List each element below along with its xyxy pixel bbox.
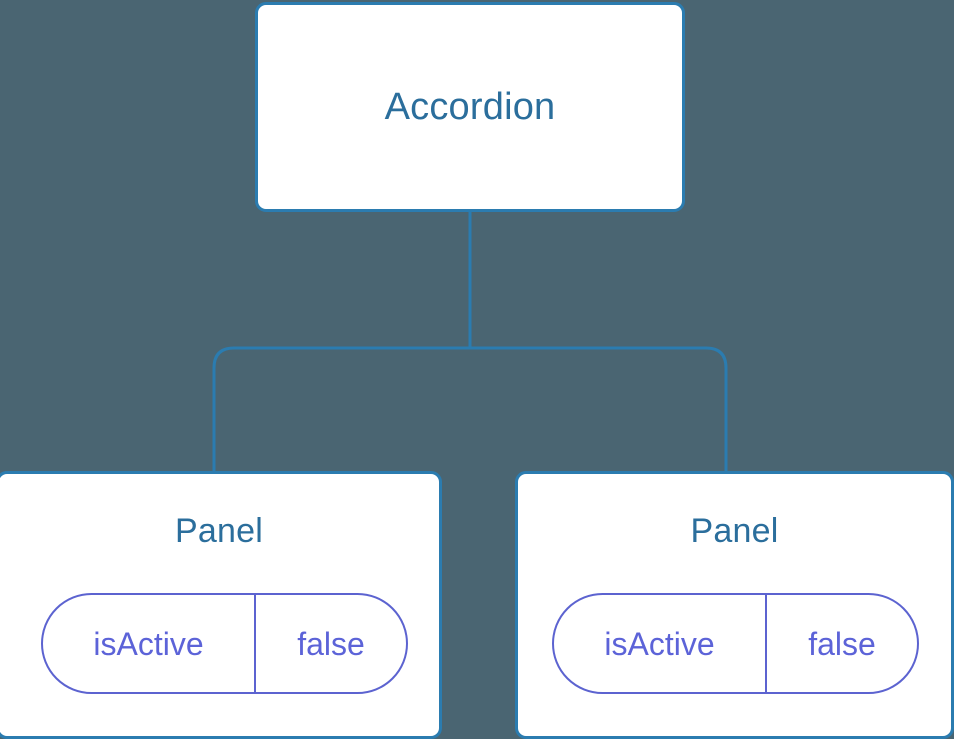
state-pill-panel-1[interactable]: isActive false [552, 593, 919, 694]
state-value-panel-1: false [808, 625, 876, 662]
node-accordion-label: Accordion [384, 86, 556, 128]
node-panel-1-label: Panel [690, 512, 779, 550]
state-key-panel-1: isActive [554, 595, 767, 692]
node-panel-1[interactable]: Panel isActive false [515, 471, 954, 739]
connector-branch-left [212, 346, 470, 474]
connector-branch-right [470, 346, 728, 474]
state-pill-panel-0[interactable]: isActive false [41, 593, 408, 694]
state-value-panel-0: false [297, 625, 365, 662]
node-panel-0[interactable]: Panel isActive false [0, 471, 442, 739]
node-accordion[interactable]: Accordion [255, 2, 685, 212]
node-panel-0-label: Panel [175, 512, 263, 550]
state-key-panel-0: isActive [43, 595, 256, 692]
